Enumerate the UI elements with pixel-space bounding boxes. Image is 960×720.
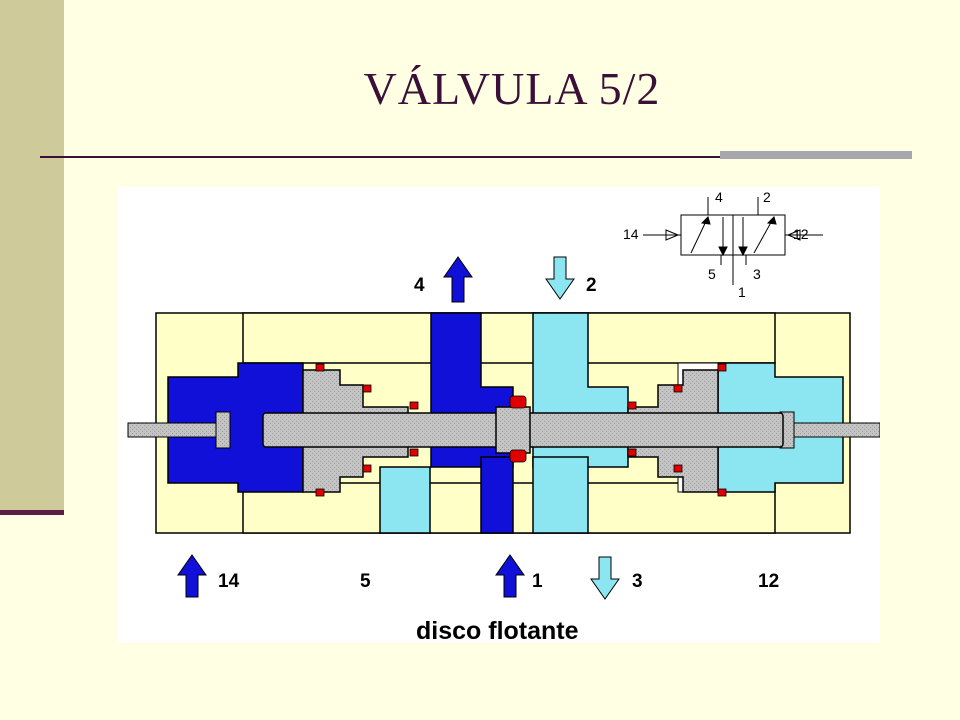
symbol-label-3: 3 xyxy=(753,266,761,282)
side-accent-bar xyxy=(0,0,64,510)
left-rod xyxy=(127,422,224,438)
iso-valve-symbol xyxy=(643,197,823,285)
floating-disc xyxy=(495,406,531,454)
port-1-arrow xyxy=(495,554,525,598)
port-3-label: 3 xyxy=(632,571,643,592)
port-4-arrow xyxy=(443,256,473,303)
right-rod xyxy=(789,422,880,438)
symbol-label-4: 4 xyxy=(715,189,723,205)
port-14-arrow xyxy=(177,554,207,598)
port-4-label: 4 xyxy=(414,275,425,296)
title-divider-line xyxy=(40,156,912,158)
port-2-arrow xyxy=(545,256,575,300)
valve-diagram: 4 2 14 5 1 3 12 disco flotante 4 2 14 12… xyxy=(118,187,880,643)
seals xyxy=(315,363,727,497)
port-14-label: 14 xyxy=(218,571,240,592)
side-accent-bar-foot xyxy=(0,510,64,515)
symbol-label-14: 14 xyxy=(623,226,639,242)
symbol-label-12: 12 xyxy=(793,226,809,242)
port-1-label: 1 xyxy=(532,571,543,592)
port-5-passage xyxy=(379,466,431,534)
symbol-label-2: 2 xyxy=(763,189,771,205)
port-5-label: 5 xyxy=(360,571,371,592)
port-1-passage xyxy=(480,456,514,534)
symbol-label-5: 5 xyxy=(708,266,716,282)
slide-title: VÁLVULA 5/2 xyxy=(363,63,661,114)
title-divider-accent xyxy=(720,151,912,159)
left-rod-collar xyxy=(215,411,231,449)
port-3-arrow xyxy=(590,556,620,600)
diagram-caption: disco flotante xyxy=(416,617,579,643)
port-2-label: 2 xyxy=(586,275,597,296)
port-3-passage xyxy=(532,456,589,534)
port-12-label: 12 xyxy=(758,571,779,592)
symbol-label-1: 1 xyxy=(738,284,746,300)
